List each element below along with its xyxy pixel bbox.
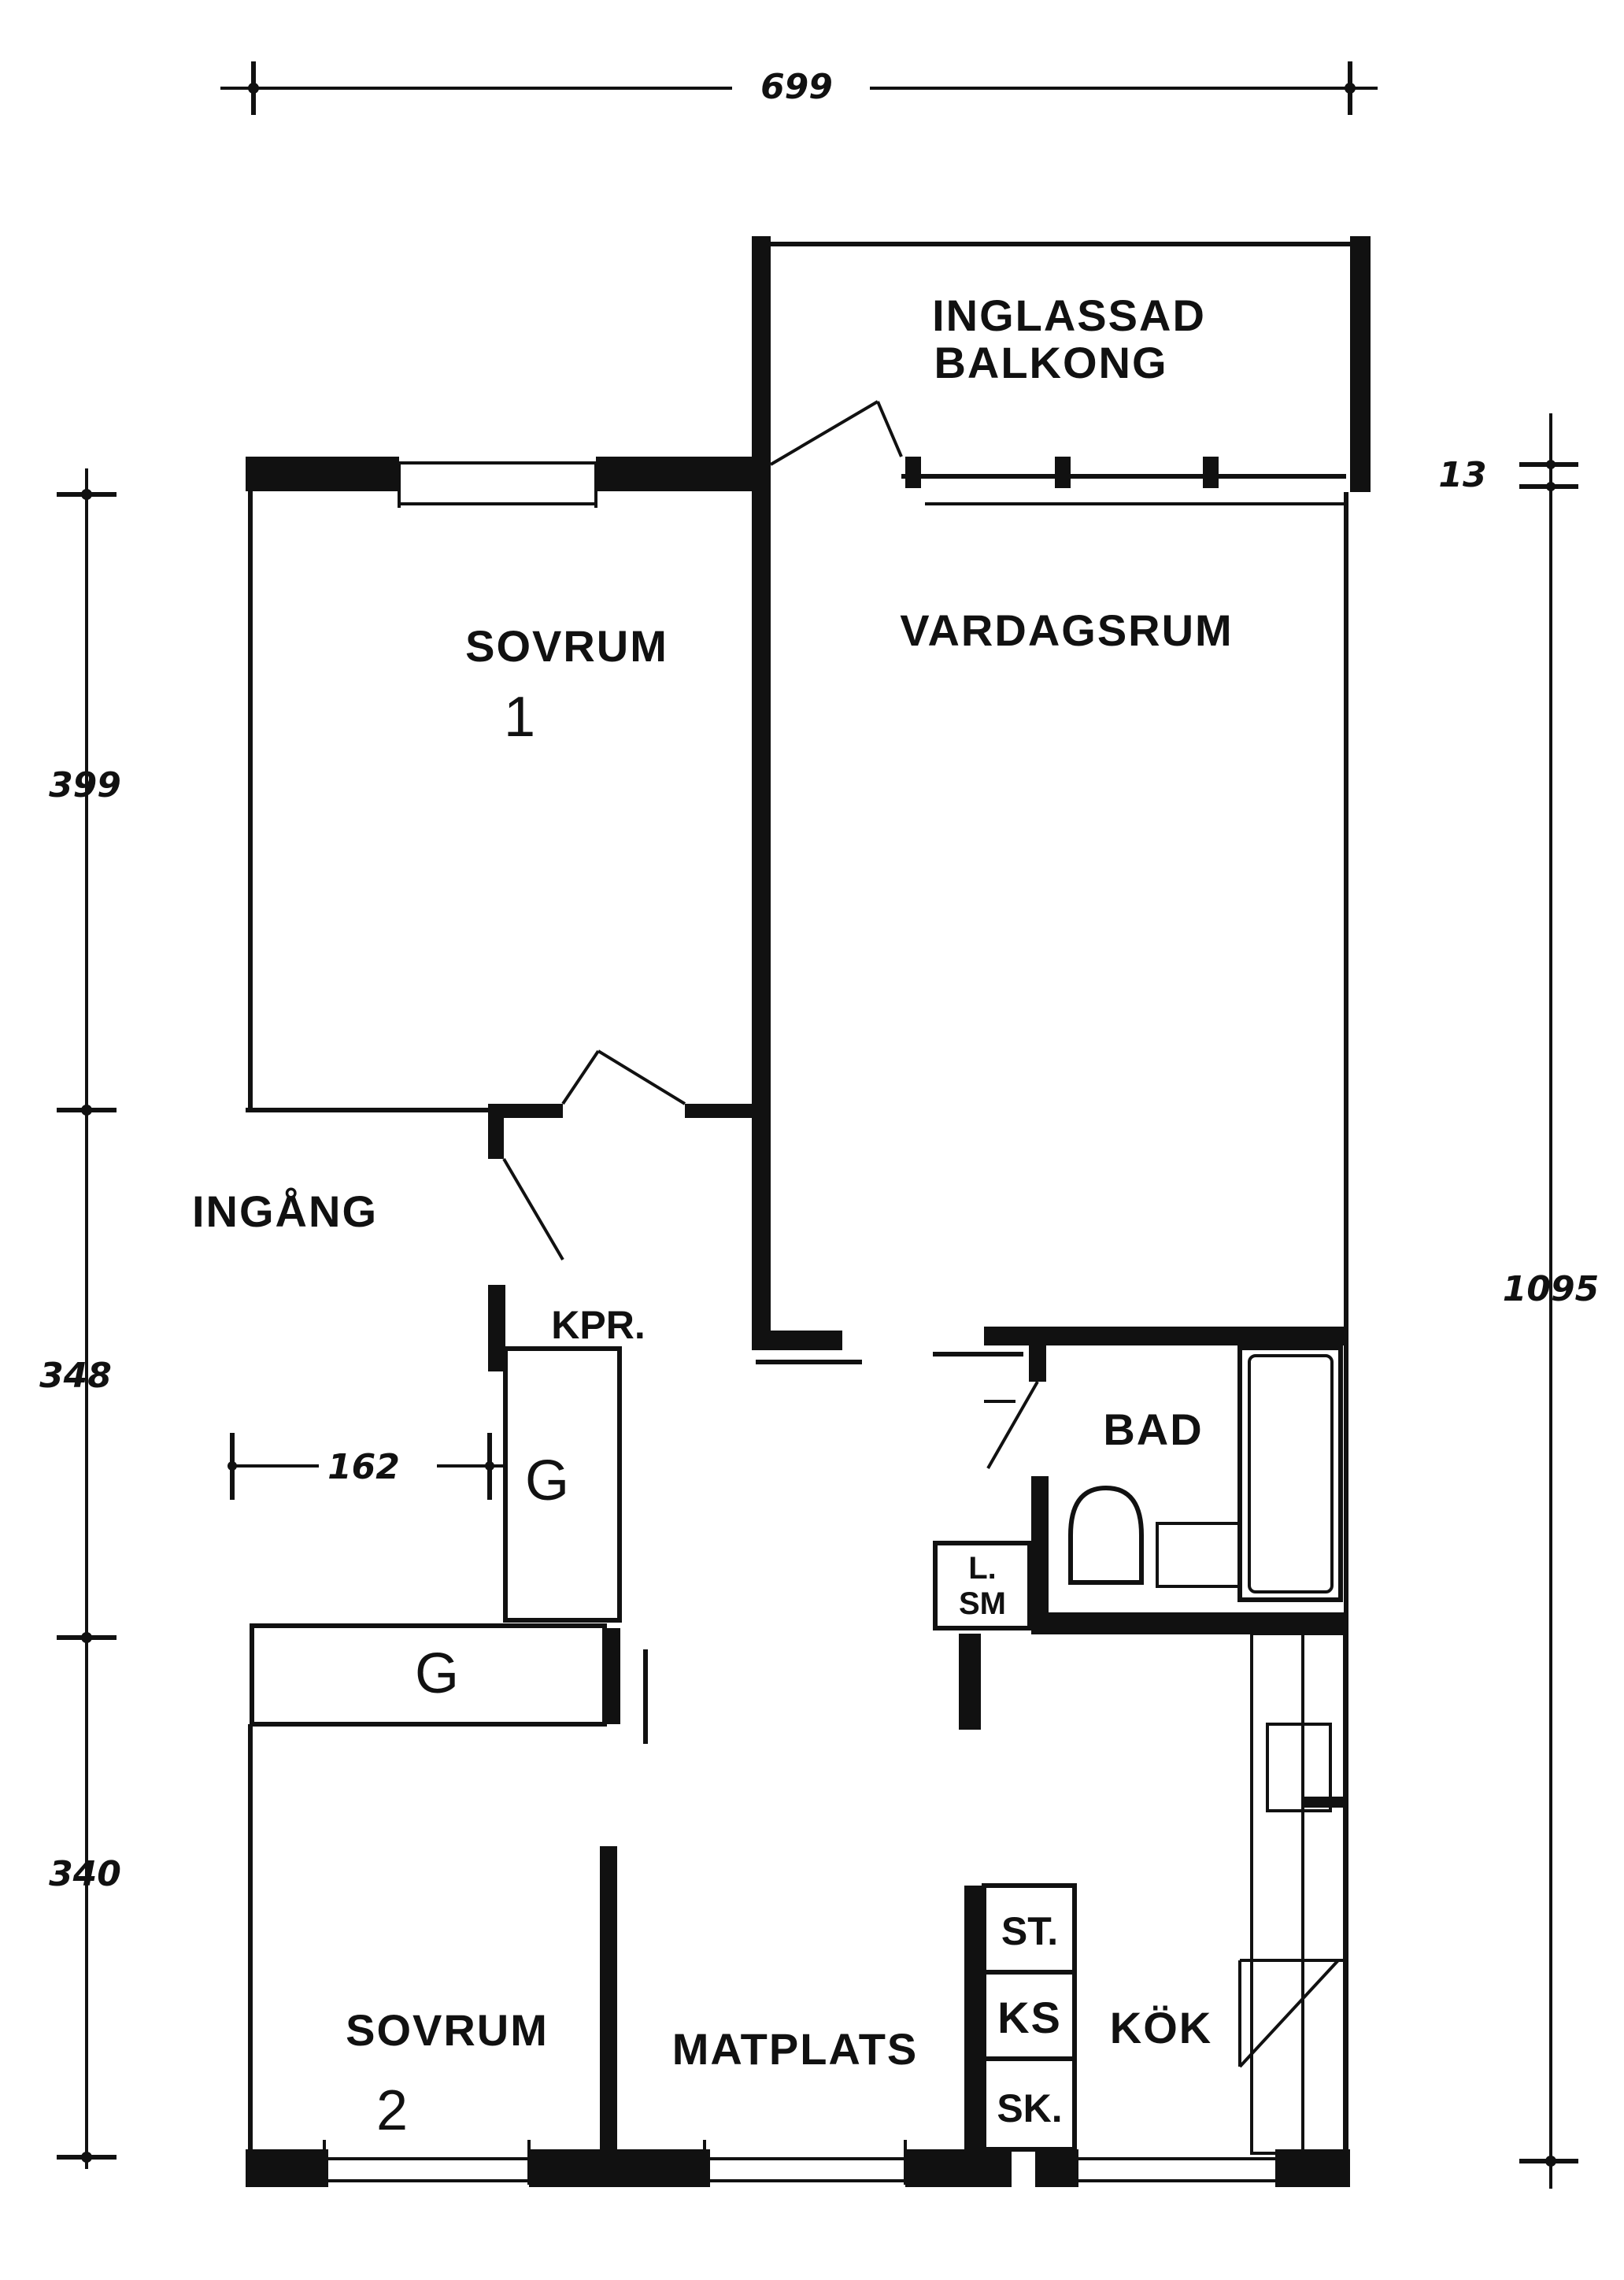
- stove-label: ST.: [1001, 1909, 1058, 1953]
- dim-right-small: 13: [1438, 455, 1486, 495]
- linen-closet: [933, 1541, 1032, 1630]
- dim-top-width: 699: [760, 67, 833, 107]
- dim-left-middle: 348: [39, 1356, 112, 1396]
- wardrobe-upper: [503, 1346, 622, 1623]
- linen-label-line1: L.: [968, 1551, 997, 1586]
- dim-right-total: 1095: [1503, 1269, 1599, 1309]
- bathroom-label: BAD: [1103, 1405, 1203, 1454]
- kitchen-counter: [1250, 1632, 1346, 2155]
- closet-label: KPR.: [551, 1303, 645, 1347]
- balcony-label-line1: INGLASSAD: [932, 291, 1206, 340]
- doors: [502, 400, 1346, 2068]
- bath-sink: [1156, 1522, 1241, 1588]
- dim-inner-width: 162: [327, 1447, 400, 1487]
- dimension-lines: [57, 61, 1578, 2189]
- fridge-label: KS: [997, 1993, 1062, 2042]
- bedroom1-number: 1: [504, 686, 535, 749]
- walls: [246, 236, 1371, 2187]
- wardrobe-upper-label: G: [525, 1449, 569, 1512]
- dim-left-upper: 399: [49, 765, 121, 805]
- entrance-label: INGÅNG: [192, 1186, 378, 1236]
- dim-left-lower: 340: [49, 1854, 121, 1894]
- wardrobe-lower-label: G: [415, 1642, 459, 1705]
- cabinet: [982, 2056, 1077, 2152]
- windows: [323, 457, 1346, 2185]
- wardrobe-lower: [250, 1623, 607, 1727]
- linen-label-line2: SM: [959, 1586, 1006, 1621]
- cabinet-label: SK.: [997, 2086, 1062, 2130]
- fixtures: [250, 1345, 1346, 2155]
- bathtub: [1237, 1345, 1343, 1602]
- living-room-label: VARDAGSRUM: [900, 605, 1233, 655]
- bedroom1-label: SOVRUM: [465, 621, 668, 671]
- bedroom2-label: SOVRUM: [346, 2005, 549, 2055]
- balcony-label-line2: BALKONG: [934, 338, 1167, 387]
- bedroom2-number: 2: [376, 2079, 408, 2142]
- toilet: [1068, 1485, 1144, 1585]
- kitchen-label: KÖK: [1110, 2003, 1212, 2052]
- dining-label: MATPLATS: [672, 2024, 919, 2074]
